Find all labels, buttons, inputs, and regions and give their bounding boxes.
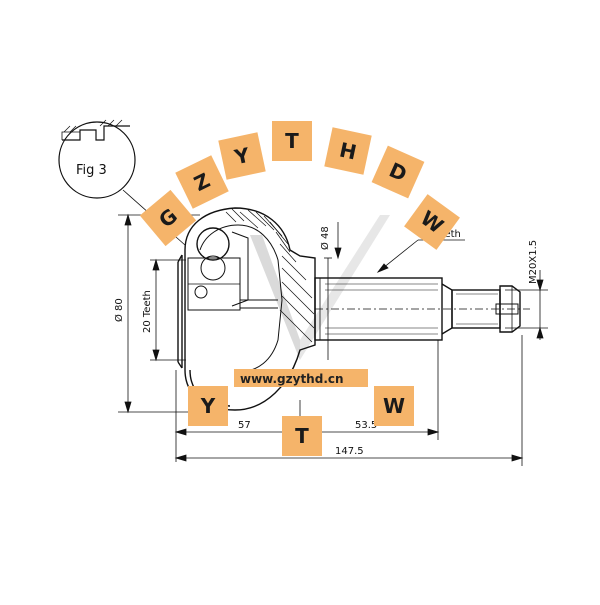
watermark-tile-1: Z (175, 155, 229, 209)
dimension-lines (118, 213, 548, 466)
seal-lines (324, 257, 332, 360)
watermark-tile-3: T (272, 121, 312, 161)
dim-length-total: 147.5 (335, 446, 364, 457)
joint-outline (177, 207, 316, 411)
watermark-bottom-tile-0-bg (188, 386, 228, 426)
watermark-bottom-tile-0: Y (188, 386, 228, 426)
fig3-hatch (63, 119, 123, 133)
watermark-tile-5: D (371, 145, 425, 199)
watermark-bottom-tile-2: W (374, 386, 414, 426)
watermark-tile-4-bg (324, 127, 372, 175)
dim-length-53-5: 53.5 (355, 420, 377, 431)
watermark-url-text: www.gzythd.cn (240, 372, 344, 386)
watermark-tile-6-bg (404, 194, 460, 250)
watermark-tile-0-bg (139, 189, 197, 247)
watermark-tile-3-bg (272, 121, 312, 161)
watermark-tile-1-bg (175, 155, 229, 209)
watermark-tile-4-letter: H (337, 138, 358, 165)
watermark-tile-5-bg (371, 145, 425, 199)
watermark-tile-2-bg (218, 132, 266, 180)
watermark-bottom-tile-1: T (282, 416, 322, 456)
dim-diameter-80: Ø 80 (113, 298, 125, 322)
watermark-tile-2: Y (218, 132, 266, 180)
watermark-tile-6: W (404, 194, 460, 250)
housing-hatch (225, 208, 315, 343)
watermark-bottom-tile-1-letter: T (295, 424, 309, 448)
watermark-bottom: Y T W (188, 386, 414, 456)
dim-teeth-20: 20 Teeth (142, 290, 153, 333)
watermark-tile-4: H (324, 127, 372, 175)
watermark-tile-2-letter: Y (231, 143, 252, 170)
watermark-bottom-tile-2-bg (374, 386, 414, 426)
dim-thread: M20X1.5 (528, 240, 539, 284)
fig3-label: Fig 3 (76, 163, 107, 178)
watermark-bottom-tile-0-letter: Y (200, 394, 216, 418)
shaft (314, 277, 530, 341)
watermark-tile-3-letter: T (285, 129, 299, 153)
dim-diameter-48: Ø 48 (319, 226, 331, 250)
watermark-bottom-tile-1-bg (282, 416, 322, 456)
watermark-arc: GZY T HDW (139, 121, 460, 250)
watermark-tile-0: G (139, 189, 197, 247)
dim-length-57: 57 (238, 420, 251, 431)
watermark-bottom-tile-2-letter: W (383, 394, 405, 418)
watermark-url: www.gzythd.cn (234, 369, 368, 387)
watermark-v-logo (250, 215, 390, 360)
